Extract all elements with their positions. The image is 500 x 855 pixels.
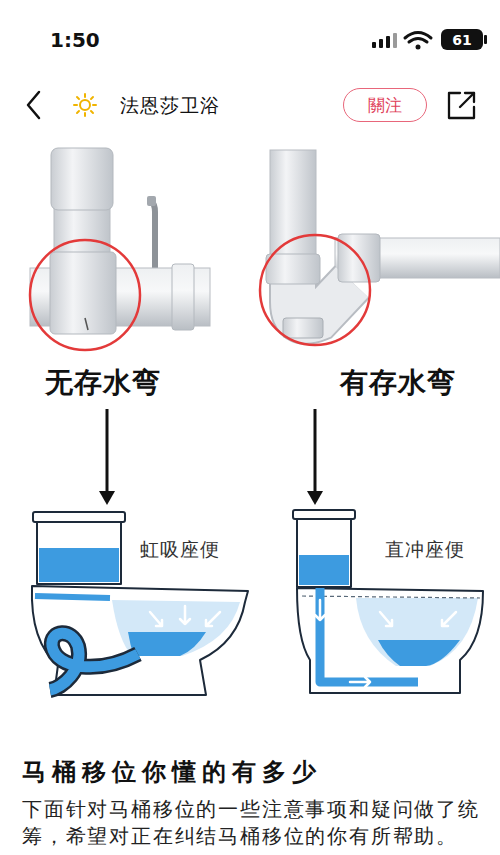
siphon-toilet-part xyxy=(37,522,121,584)
straight-flush-toilet-part xyxy=(320,588,418,682)
share-icon xyxy=(449,93,474,118)
pipe-with-trap-part xyxy=(266,254,320,284)
back-icon-part xyxy=(28,92,39,118)
battery-icon xyxy=(484,35,487,44)
share-icon-part xyxy=(460,93,474,107)
siphon-toilet-part xyxy=(32,586,248,695)
pipe-without-trap-part xyxy=(50,252,116,334)
straight-flush-toilet-part xyxy=(297,588,483,693)
pipe-with-trap-part xyxy=(260,235,370,345)
sun-icon-part xyxy=(77,97,79,99)
pipe-without-trap-part xyxy=(85,318,88,330)
pipe-photo-text: 有存水弯 xyxy=(340,367,492,399)
sun-icon xyxy=(74,94,96,116)
pipe-photo-text: 无存水弯 xyxy=(45,367,225,399)
siphon-toilet-part-part xyxy=(180,606,190,624)
sun-icon-part xyxy=(91,111,93,113)
pipe-without-trap-part xyxy=(147,196,156,206)
straight-flush-toilet xyxy=(293,510,483,693)
sun-icon-part xyxy=(74,104,77,106)
pipe-without-trap xyxy=(30,148,210,350)
siphon-toilet-part-part xyxy=(206,612,220,626)
flow-arrow xyxy=(307,409,323,505)
straight-flush-toilet-part xyxy=(378,640,460,666)
sun-icon-part xyxy=(84,113,86,116)
share-icon-part xyxy=(465,93,474,102)
straight-flush-toilet-part xyxy=(315,600,456,687)
straight-flush-toilet-part-part xyxy=(315,600,325,620)
straight-flush-toilet-part-part xyxy=(380,612,392,626)
siphon-toilet-part xyxy=(35,596,110,598)
sun-icon-part xyxy=(91,97,93,99)
sun-icon-part xyxy=(93,104,96,106)
follow-button-text: 關注 xyxy=(368,94,402,116)
battery-icon-part xyxy=(484,35,487,44)
straight-flush-toilet-part xyxy=(302,596,480,598)
arrow-head xyxy=(99,491,115,505)
toilet-figure: 虹吸座便 xyxy=(25,505,255,705)
signal-icon xyxy=(372,33,397,48)
battery-level-text: 61 xyxy=(452,32,471,48)
article-body: 下面针对马桶移位的一些注意事项和疑问做了统筹，希望对正在纠结马桶移位的你有所帮助… xyxy=(22,796,494,850)
siphon-toilet-part-part xyxy=(150,612,162,626)
wifi-icon-part xyxy=(409,39,427,43)
siphon-toilet-part xyxy=(39,548,119,582)
siphon-toilet-part xyxy=(128,632,206,656)
sun-icon-part xyxy=(84,94,86,97)
pipe-photo: 无存水弯 xyxy=(20,145,225,409)
siphon-toilet-part xyxy=(50,633,138,690)
arrow-line xyxy=(314,409,317,492)
arrow-line xyxy=(106,409,109,492)
signal-icon-part xyxy=(393,33,397,48)
flow-arrow xyxy=(99,409,115,505)
straight-flush-toilet-part xyxy=(299,555,349,585)
follow-button: 關注 xyxy=(343,88,427,122)
pipe-with-trap xyxy=(260,150,500,345)
pipe-without-trap-part xyxy=(30,240,140,350)
pipe-without-trap-part xyxy=(51,148,113,210)
straight-flush-toilet-part-part xyxy=(350,677,370,687)
toilet-figure: 直冲座便 xyxy=(285,505,490,700)
back-icon xyxy=(28,92,39,118)
siphon-toilet-part xyxy=(150,606,220,626)
sun-icon-part xyxy=(77,111,79,113)
siphon-toilet-part xyxy=(112,600,240,656)
toilet-figure-text: 直冲座便 xyxy=(385,537,490,562)
toilet-figure-text: 虹吸座便 xyxy=(140,537,255,562)
arrow-head xyxy=(307,491,323,505)
straight-flush-toilet-part-part xyxy=(442,612,456,626)
pipe-with-trap-part xyxy=(283,318,323,338)
share-icon-part xyxy=(449,93,474,118)
sun-icon-part xyxy=(80,100,90,110)
signal-icon-part xyxy=(379,39,383,48)
status-time: 1:50 xyxy=(50,27,140,53)
wifi-icon xyxy=(405,33,431,50)
siphon-toilet-part xyxy=(33,512,125,522)
article-heading: 马桶移位你懂的有多少 xyxy=(22,756,492,788)
straight-flush-toilet-part xyxy=(297,519,351,587)
straight-flush-toilet-part xyxy=(293,510,355,519)
pipe-without-trap-part xyxy=(172,264,194,330)
pipe-photo: 有存水弯 xyxy=(270,145,492,409)
straight-flush-toilet-part xyxy=(356,598,478,666)
wifi-icon-part xyxy=(416,45,421,50)
siphon-toilet-part xyxy=(50,633,138,690)
battery-level: 61 xyxy=(441,29,483,50)
account-name: 法恩莎卫浴 xyxy=(120,92,320,118)
signal-icon-part xyxy=(372,42,376,48)
signal-icon-part xyxy=(386,36,390,48)
